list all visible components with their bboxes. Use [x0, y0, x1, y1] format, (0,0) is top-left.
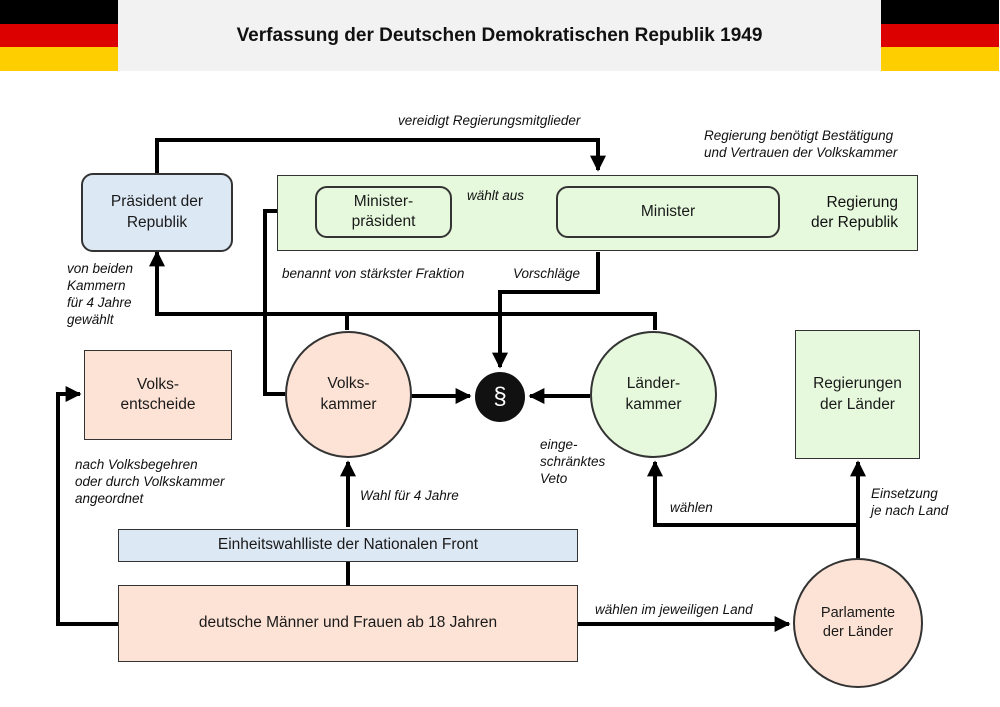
- node-waehler: deutsche Männer und Frauen ab 18 Jahren: [118, 585, 578, 662]
- label-waehlen-land: wählen im jeweiligen Land: [595, 602, 753, 617]
- node-laenderkammer: Länder- kammer: [590, 331, 717, 458]
- arrow-vereidigt: [155, 138, 606, 173]
- label-volksbegehren: nach Volksbegehren oder durch Volkskamme…: [75, 457, 225, 506]
- label-gewaehlt: von beiden Kammern für 4 Jahre gewählt: [67, 261, 134, 327]
- label-vereidigt: vereidigt Regierungsmitglieder: [398, 113, 581, 128]
- arrow-waehlen: [647, 460, 860, 560]
- arrow-vorschlaege: [492, 252, 600, 369]
- label-wahl-4-jahre: Wahl für 4 Jahre: [360, 488, 459, 503]
- line-laenderkammer-praesident: [347, 312, 657, 330]
- paragraph-icon: §: [475, 372, 525, 422]
- node-praesident: Präsident der Republik: [81, 173, 233, 252]
- label-vorschlaege: Vorschläge: [513, 266, 581, 281]
- label-bestaetigung: Regierung benötigt Bestätigung und Vertr…: [704, 128, 898, 160]
- label-einsetzung: Einsetzung je nach Land: [871, 486, 949, 518]
- arrow-gewaehlt: [149, 250, 349, 330]
- title-bar: Verfassung der Deutschen Demokratischen …: [118, 0, 881, 71]
- label-waehlen: wählen: [670, 500, 713, 515]
- node-minister: Minister: [556, 186, 780, 238]
- node-einheitswahlliste: Einheitswahlliste der Nationalen Front: [118, 529, 578, 562]
- label-waehlt-aus: wählt aus: [467, 188, 525, 203]
- node-volkskammer: Volks- kammer: [285, 331, 412, 458]
- arrow-volksentscheide: [56, 386, 118, 626]
- label-veto: einge- schränktes Veto: [540, 437, 606, 486]
- node-parlamente-laender: Parlamente der Länder: [793, 558, 923, 688]
- node-ministerpraesident: Minister- präsident: [315, 186, 452, 238]
- german-flag-right: [881, 0, 999, 71]
- label-regierung: Regierung der Republik: [810, 194, 898, 232]
- page-title: Verfassung der Deutschen Demokratischen …: [236, 24, 763, 46]
- node-regierungen-laender: Regierungen der Länder: [795, 330, 920, 459]
- node-volksentscheide: Volks- entscheide: [84, 350, 232, 440]
- label-benannt: benannt von stärkster Fraktion: [282, 266, 465, 281]
- german-flag-left: [0, 0, 118, 71]
